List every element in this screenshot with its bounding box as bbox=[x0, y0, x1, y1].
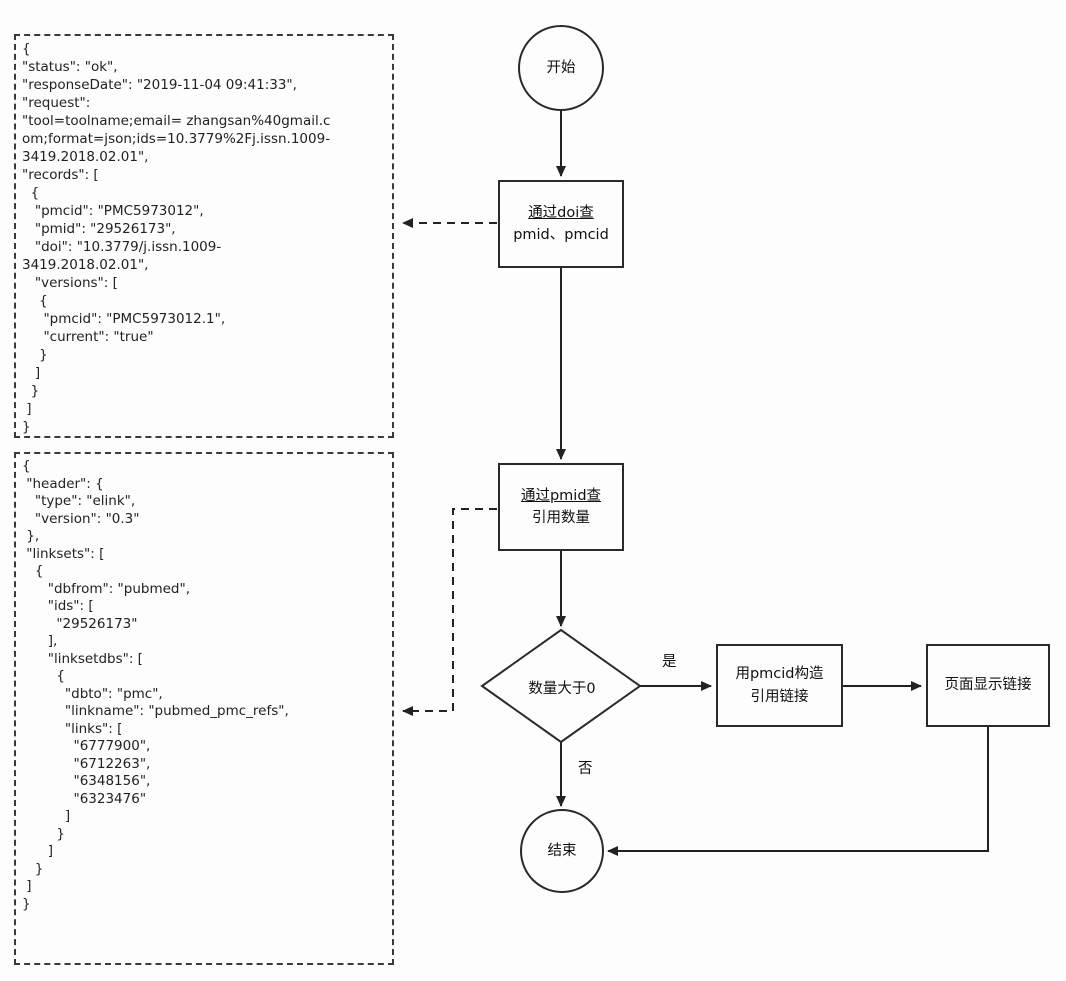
end-node-label: 结束 bbox=[547, 842, 577, 859]
build-link-step-line1: 用pmcid构造 bbox=[735, 666, 824, 683]
build-link-step-line2: 引用链接 bbox=[750, 688, 809, 705]
pmid-query-step-line1: 通过pmid查 bbox=[520, 487, 602, 504]
idconv-response-json: { "status": "ok", "responseDate": "2019-… bbox=[22, 41, 331, 435]
elink-response-panel: { "header": { "type": "elink", "version"… bbox=[14, 452, 394, 965]
yes-edge-label: 是 bbox=[660, 650, 679, 671]
start-node: 开始 bbox=[518, 25, 604, 111]
doi-query-step: 通过doi查 pmid、pmcid bbox=[498, 180, 624, 268]
pmid-query-step-line2: 引用数量 bbox=[532, 510, 590, 526]
display-link-step-label: 页面显示链接 bbox=[944, 677, 1032, 694]
doi-query-step-line1: 通过doi查 bbox=[528, 204, 594, 221]
build-link-step: 用pmcid构造 引用链接 bbox=[716, 644, 843, 727]
decision-node-label: 数量大于0 bbox=[528, 681, 596, 697]
doi-query-step-line2: pmid、pmcid bbox=[513, 227, 609, 243]
pmid-query-step: 通过pmid查 引用数量 bbox=[498, 463, 624, 551]
start-node-label: 开始 bbox=[546, 59, 576, 76]
elink-response-json: { "header": { "type": "elink", "version"… bbox=[22, 458, 289, 912]
idconv-response-panel: { "status": "ok", "responseDate": "2019-… bbox=[14, 34, 394, 438]
end-node: 结束 bbox=[520, 809, 604, 893]
display-link-step: 页面显示链接 bbox=[926, 644, 1050, 727]
no-edge-label: 否 bbox=[576, 757, 595, 778]
